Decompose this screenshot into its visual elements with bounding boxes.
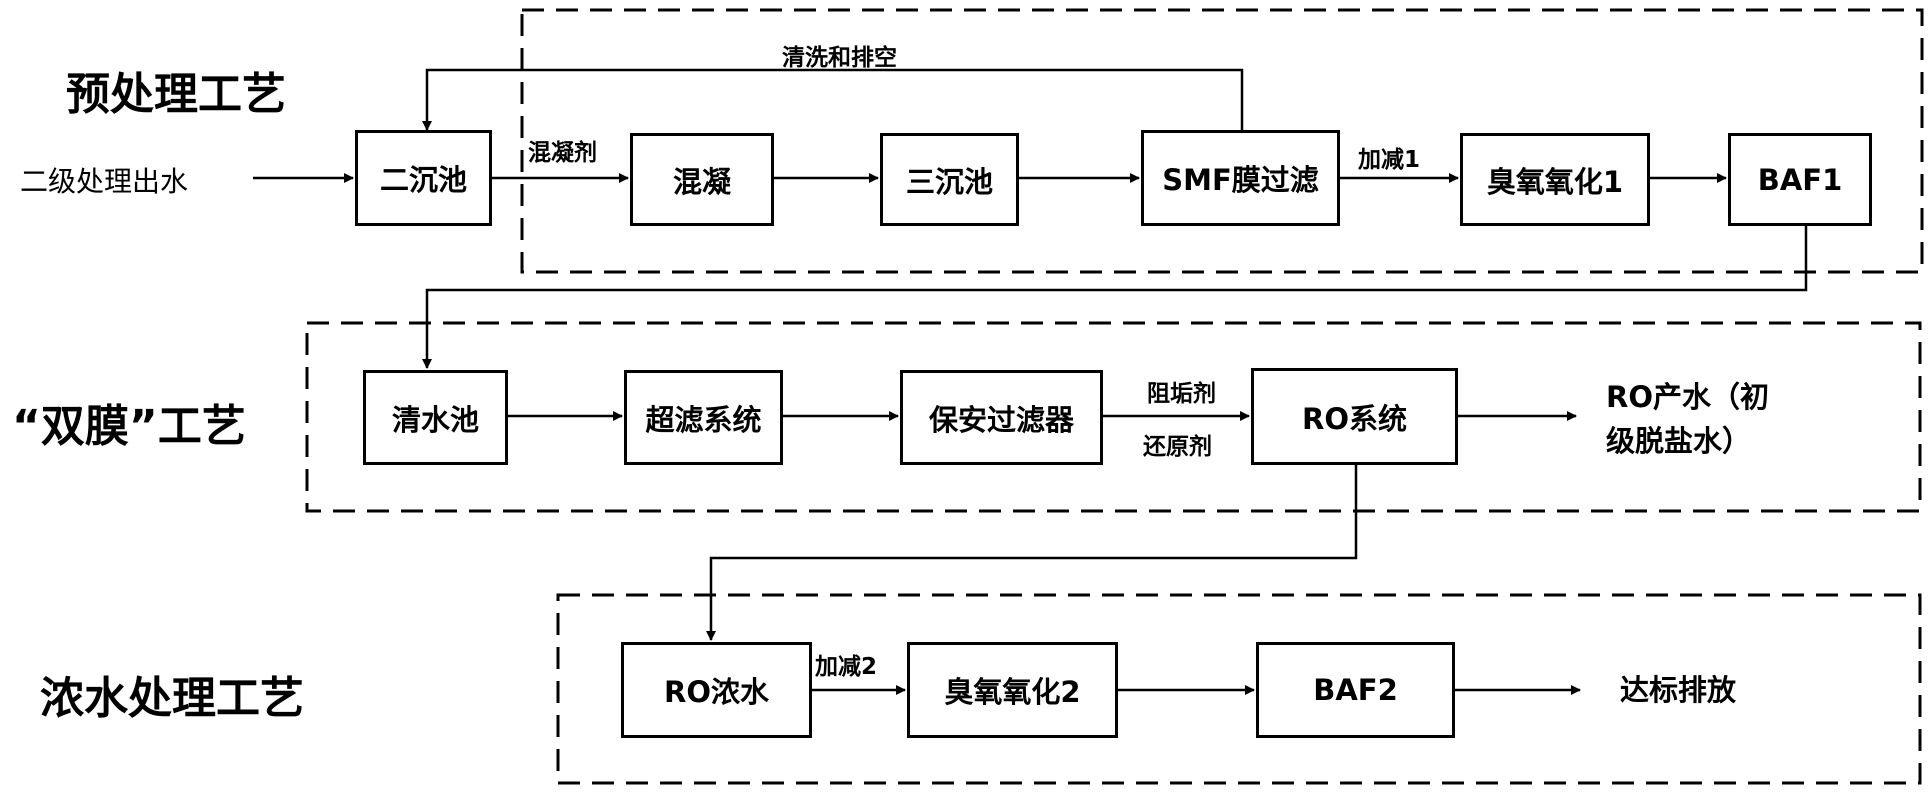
- ro-concentrate-box: RO浓水: [621, 642, 812, 738]
- baf2-box: BAF2: [1256, 642, 1455, 738]
- pretreatment-frame: [520, 8, 1924, 274]
- ro-box: RO系统: [1251, 368, 1458, 465]
- uf-box: 超滤系统: [624, 370, 783, 465]
- coagulation-box: 混凝: [630, 133, 774, 226]
- wash-drain-label: 清洗和排空: [782, 45, 897, 71]
- ro-product-line2: 级脱盐水）: [1606, 424, 1752, 458]
- security-filter-box: 保安过滤器: [900, 370, 1103, 465]
- ro-product-line1: RO产水（初: [1606, 380, 1769, 414]
- tertiary-clarifier-box: 三沉池: [880, 133, 1019, 226]
- ozone2-box: 臭氧氧化2: [907, 642, 1118, 738]
- clear-water-tank-box: 清水池: [363, 370, 508, 465]
- arrow-ro-concentrate: [706, 465, 1358, 641]
- secondary-clarifier-box: 二沉池: [355, 130, 492, 226]
- concentrate-frame: [556, 593, 1922, 785]
- ozone1-box: 臭氧氧化1: [1460, 133, 1650, 226]
- antiscalant-label: 阻垢剂: [1147, 381, 1216, 407]
- coagulant-label: 混凝剂: [528, 140, 597, 166]
- recycle-line: [422, 68, 1244, 131]
- discharge-label: 达标排放: [1620, 673, 1737, 707]
- section-title-double-membrane: “双膜”工艺: [12, 401, 246, 452]
- reductant-label: 还原剂: [1143, 434, 1212, 460]
- smf-box: SMF膜过滤: [1141, 130, 1340, 226]
- section-title-pretreatment: 预处理工艺: [66, 69, 286, 120]
- dose1-label: 加减1: [1358, 147, 1421, 173]
- inlet-label: 二级处理出水: [20, 165, 189, 198]
- double-membrane-frame: [305, 321, 1922, 513]
- arrow-baf1-tank: [422, 226, 1808, 369]
- baf1-box: BAF1: [1728, 133, 1872, 226]
- dose2-label: 加减2: [815, 654, 878, 680]
- section-title-concentrate: 浓水处理工艺: [40, 673, 304, 724]
